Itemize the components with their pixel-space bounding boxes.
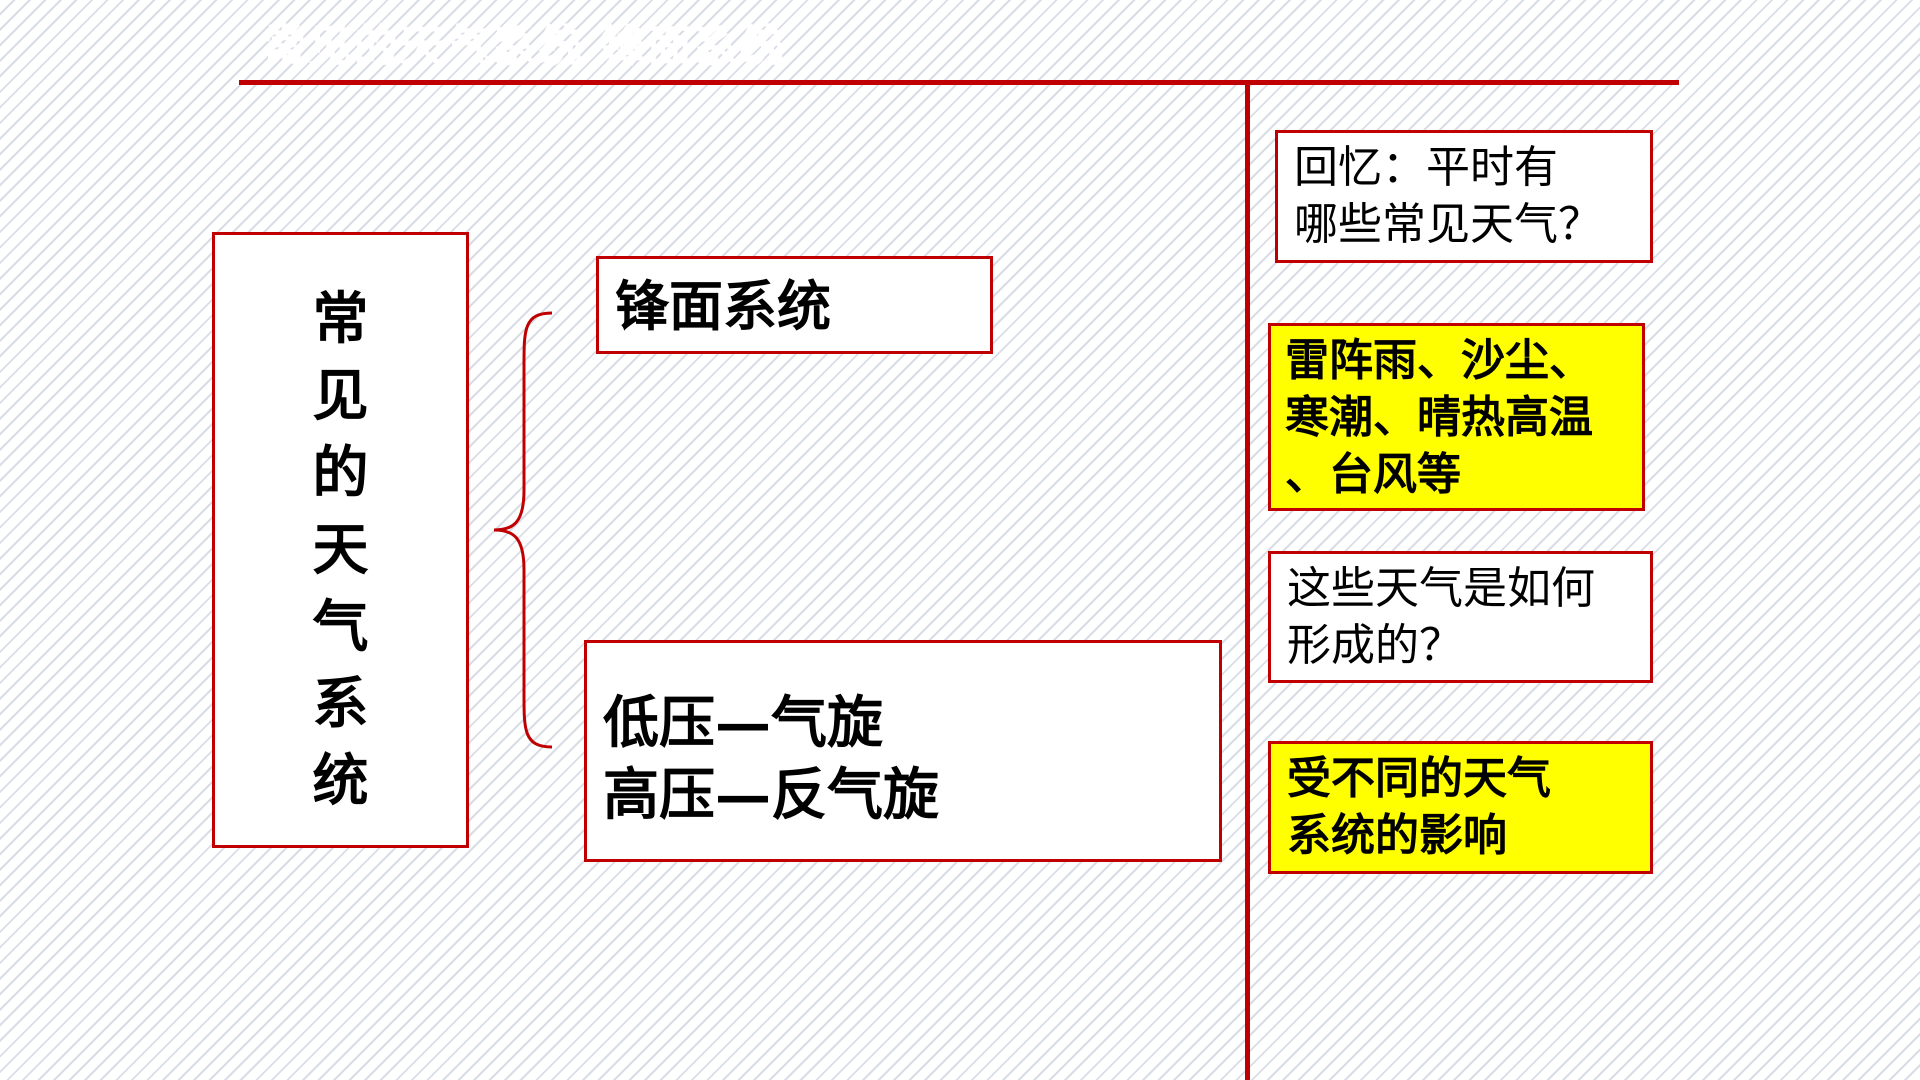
formation-question-box: 这些天气是如何 形成的？ [1268, 551, 1653, 683]
main-topic-box: 常见的天气系统 [212, 232, 469, 848]
slide-title: 常见的天气系统 锋面系统 [262, 21, 786, 72]
header-divider [239, 80, 1679, 85]
branch-pressure-system-box: 低压—气旋 高压—反气旋 [584, 640, 1222, 862]
how-line-1: 这些天气是如何 [1287, 563, 1595, 614]
recall-line-1: 回忆：平时有 [1294, 142, 1558, 193]
answer-line-1: 受不同的天气 [1287, 753, 1551, 804]
examples-line-1: 雷阵雨、沙尘、 [1285, 335, 1593, 386]
vertical-divider [1245, 82, 1250, 1080]
curly-brace [493, 311, 553, 749]
branch-front-system-label: 锋面系统 [615, 274, 831, 338]
recall-line-2: 哪些常见天气？ [1294, 199, 1602, 250]
brace-path [493, 311, 553, 749]
answer-box: 受不同的天气 系统的影响 [1268, 741, 1653, 874]
how-line-2: 形成的？ [1287, 620, 1463, 671]
branch-pressure-line-low: 低压—气旋 [603, 690, 883, 756]
weather-examples-box: 雷阵雨、沙尘、 寒潮、晴热高温 、台风等 [1268, 323, 1645, 511]
branch-front-system-box: 锋面系统 [596, 256, 993, 354]
examples-line-2: 寒潮、晴热高温 [1285, 392, 1593, 443]
main-topic-label: 常见的天气系统 [312, 286, 369, 814]
answer-line-2: 系统的影响 [1287, 810, 1507, 861]
branch-pressure-line-high: 高压—反气旋 [603, 762, 939, 828]
recall-question-box: 回忆：平时有 哪些常见天气？ [1275, 130, 1653, 263]
examples-line-3: 、台风等 [1285, 449, 1461, 500]
